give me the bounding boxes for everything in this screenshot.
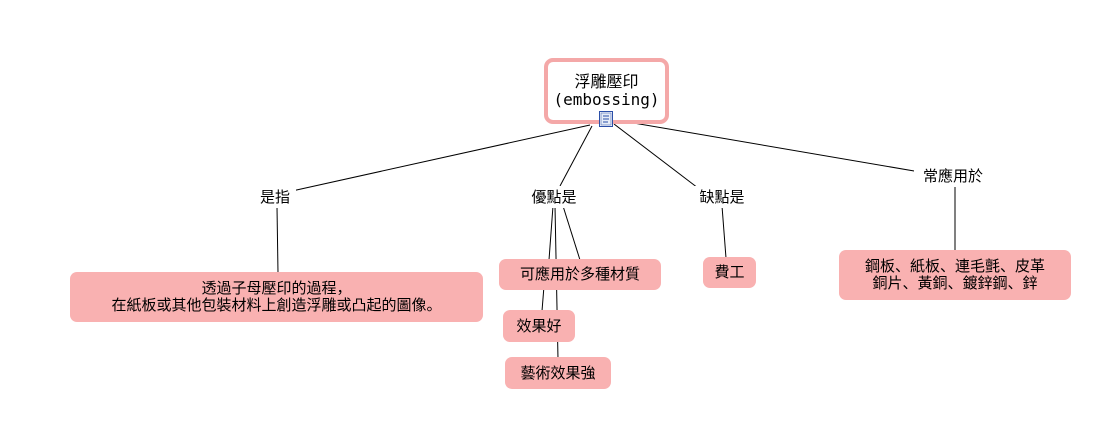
link-is: 是指 <box>254 186 296 208</box>
connector-root-used-for <box>621 120 921 173</box>
connector-advantages-materials-b <box>562 205 581 261</box>
concept-disadv-labor[interactable]: 費工 <box>703 257 756 288</box>
connector-disadvantages-labor <box>721 205 727 259</box>
concept-adv-materials[interactable]: 可應用於多種材質 <box>499 259 661 290</box>
link-advantages: 優點是 <box>524 186 584 208</box>
link-used-for: 常應用於 <box>914 165 992 187</box>
document-icon[interactable] <box>599 111 613 127</box>
concept-adv-effect[interactable]: 效果好 <box>503 310 575 342</box>
concept-materials[interactable]: 鋼板、紙板、連毛氈、皮革 銅片、黃銅、鍍鋅鋼、鋅 <box>839 250 1071 300</box>
root-subtitle: (embossing) <box>553 90 660 109</box>
connector-root-advantages <box>559 125 593 187</box>
link-disadvantages: 缺點是 <box>692 186 752 208</box>
concept-definition[interactable]: 透過子母壓印的過程， 在紙板或其他包裝材料上創造浮雕或凸起的圖像。 <box>70 272 483 322</box>
connector-advantages-materials <box>548 205 554 261</box>
concept-adv-art[interactable]: 藝術效果強 <box>505 357 611 389</box>
connector-root-disadvantages <box>613 123 699 189</box>
root-title: 浮雕壓印 <box>574 72 639 91</box>
connector-advantages-effect <box>541 285 545 312</box>
connector-is-definition <box>276 206 279 274</box>
connector-root-is <box>291 124 591 192</box>
